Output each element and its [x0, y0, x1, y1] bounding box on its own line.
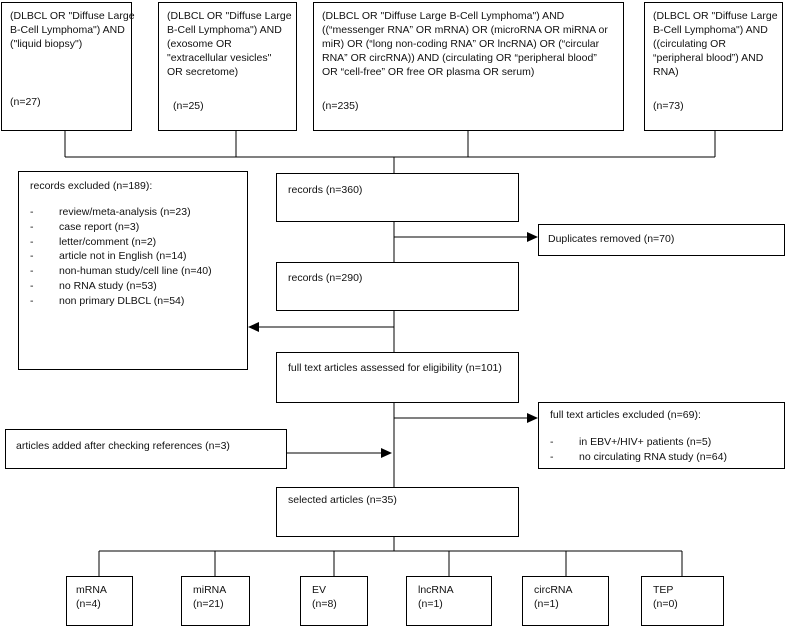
search-count: (n=27) [10, 96, 41, 108]
records-box: records (n=360) [276, 173, 519, 222]
category-count: (n=4) [76, 598, 101, 610]
duplicates-label: Duplicates removed (n=70) [548, 233, 675, 245]
search-count: (n=73) [653, 100, 684, 112]
full-text-excluded-title: full text articles excluded (n=69): [550, 409, 701, 421]
search-query-line: (DLBCL OR "Diffuse Large [653, 10, 778, 22]
search-query-line: OR “cell-free” OR free OR plasma OR seru… [322, 66, 535, 78]
search-query-line: (exosome OR [167, 38, 232, 50]
search-query-line: B-Cell Lymphoma") AND [10, 24, 125, 36]
category-count: (n=8) [312, 598, 337, 610]
category-count: (n=0) [653, 598, 678, 610]
arrowhead-records-excluded [248, 322, 259, 332]
selected-articles-label: selected articles (n=35) [288, 494, 397, 506]
full-text-label: full text articles assessed for eligibil… [288, 362, 502, 374]
records-screened-label: records (n=290) [288, 272, 363, 284]
search-query-line: ((circulating OR [653, 38, 726, 50]
search-box-liquid-biopsy: (DLBCL OR "Diffuse Large B-Cell Lymphoma… [1, 2, 135, 131]
category-name: TEP [653, 584, 674, 596]
records-screened-box: records (n=290) [276, 262, 519, 311]
category-name: miRNA [193, 584, 227, 596]
records-excluded-title: records excluded (n=189): [30, 180, 153, 192]
search-count: (n=25) [173, 100, 204, 112]
selected-articles-box: selected articles (n=35) [276, 487, 519, 537]
search-query-line: ((“messenger RNA” OR mRNA) OR (microRNA … [322, 24, 608, 36]
duplicates-box: Duplicates removed (n=70) [538, 224, 785, 256]
category-count: (n=1) [418, 598, 443, 610]
arrowhead-duplicates [527, 232, 538, 242]
search-count: (n=235) [322, 100, 359, 112]
search-query-line: RNA” OR circRNA)) AND (circulating OR “p… [322, 52, 597, 64]
category-box-ev: EV (n=8) [300, 576, 368, 626]
arrowhead-added [381, 448, 392, 458]
category-count: (n=1) [534, 598, 559, 610]
search-box-rna: (DLBCL OR "Diffuse Large B-Cell Lymphoma… [313, 2, 624, 131]
search-box-exosome: (DLBCL OR "Diffuse Large B-Cell Lymphoma… [158, 2, 297, 131]
category-name: circRNA [534, 584, 573, 596]
added-articles-box: articles added after checking references… [5, 429, 287, 469]
category-name: lncRNA [418, 584, 454, 596]
full-text-box: full text articles assessed for eligibil… [276, 352, 519, 403]
category-box-mrna: mRNA (n=4) [66, 576, 133, 626]
search-box-circulating: (DLBCL OR "Diffuse Large B-Cell Lymphoma… [644, 2, 783, 131]
category-name: EV [312, 584, 327, 596]
full-text-excluded-box: full text articles excluded (n=69): -in … [538, 402, 785, 469]
category-box-lncrna: lncRNA (n=1) [406, 576, 492, 626]
search-query-line: B-Cell Lymphoma") AND [653, 24, 768, 36]
search-query-line: “peripheral blood”) AND [653, 52, 764, 64]
added-articles-label: articles added after checking references… [16, 440, 230, 452]
search-query-line: "extracellular vesicles" [167, 52, 272, 64]
category-name: mRNA [76, 584, 107, 596]
search-query-line: OR secretome) [167, 66, 239, 78]
category-count: (n=21) [193, 598, 224, 610]
search-query-line: B-Cell Lymphoma") AND [167, 24, 282, 36]
category-box-tep: TEP (n=0) [641, 576, 724, 626]
arrowhead-fulltext-excluded [527, 413, 538, 423]
search-query-line: (DLBCL OR "Diffuse Large [10, 10, 135, 22]
search-query-line: ("liquid biopsy") [10, 38, 83, 50]
category-box-circrna: circRNA (n=1) [522, 576, 609, 626]
records-excluded-box: records excluded (n=189): -review/meta-a… [18, 171, 248, 370]
search-query-line: miR) OR (“long non-coding RNA” OR lncRNA… [322, 38, 600, 50]
category-box-mirna: miRNA (n=21) [181, 576, 250, 626]
search-query-line: RNA) [653, 66, 679, 78]
search-query-line: (DLBCL OR "Diffuse Large B-Cell Lymphoma… [322, 10, 565, 22]
search-query-line: (DLBCL OR "Diffuse Large [167, 10, 292, 22]
records-label: records (n=360) [288, 184, 363, 196]
